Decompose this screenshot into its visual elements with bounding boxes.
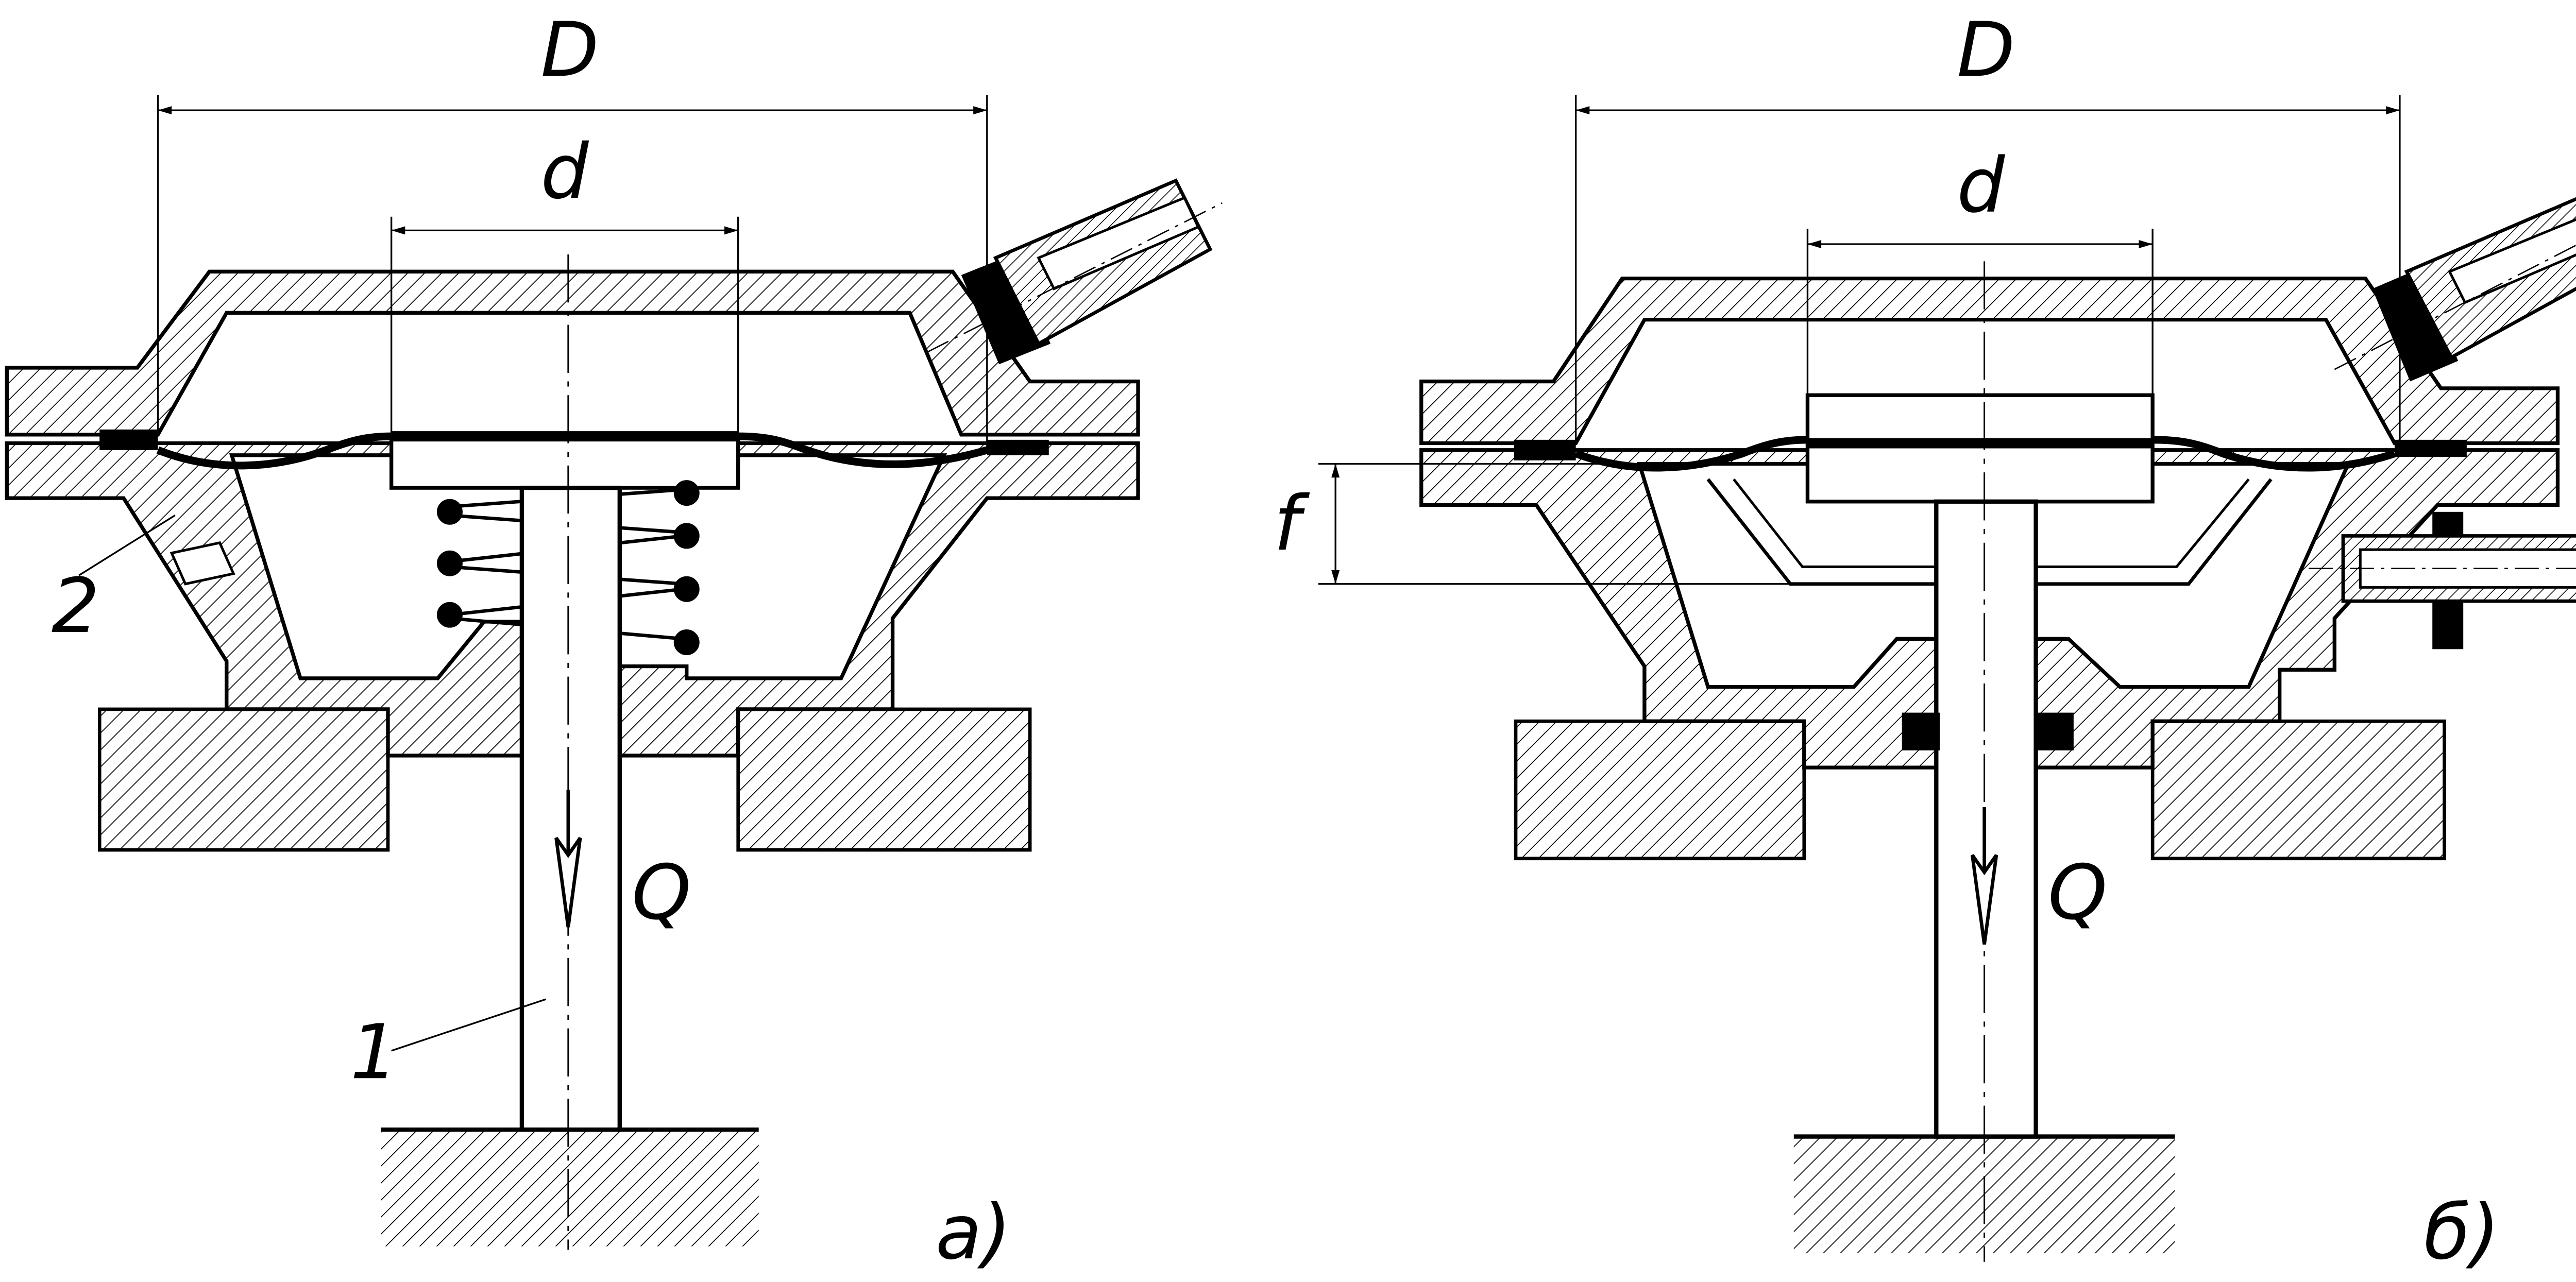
flow-arrow-b xyxy=(1970,807,1998,945)
air-fitting-b xyxy=(2334,197,2576,382)
caption-b: б) xyxy=(2424,1188,2500,1276)
flow-arrow-a xyxy=(554,790,582,928)
label-d-a: d xyxy=(541,128,589,216)
diaphragm-disc-a xyxy=(389,434,740,490)
seal-left-a xyxy=(99,429,158,450)
callout-1: 1 xyxy=(350,1008,398,1096)
leader-2 xyxy=(78,515,176,576)
dimension-d-b xyxy=(1806,229,2154,396)
outlet-fitting-b xyxy=(2309,511,2576,649)
vent-hole-a xyxy=(170,541,235,586)
rod-seal-left-b xyxy=(1902,712,1940,750)
rod-seal-right-b xyxy=(2036,712,2074,750)
dimension-D-b xyxy=(1574,95,2401,450)
base-support-a xyxy=(97,707,1032,1246)
label-Q-a: Q xyxy=(632,848,691,936)
dimension-f-b xyxy=(1318,463,1808,585)
label-f-b: f xyxy=(1274,480,1310,568)
figure-a: D d Q 1 2 а) xyxy=(5,6,1223,1276)
callout-2: 2 xyxy=(52,562,99,650)
leader-1 xyxy=(391,998,547,1052)
lower-body-b xyxy=(1419,448,2560,770)
dimension-d-a xyxy=(390,216,739,437)
rod-a xyxy=(519,485,622,1132)
dimension-D-a xyxy=(157,95,988,450)
label-d-b: d xyxy=(1957,142,2005,230)
seal-right-a xyxy=(987,439,1049,455)
figure-b: D d f Q б) xyxy=(1274,6,2576,1276)
air-fitting-a xyxy=(926,178,1223,365)
seal-right-b xyxy=(2394,439,2467,457)
label-Q-b: Q xyxy=(2048,848,2107,936)
base-support-b xyxy=(1514,719,2446,1254)
label-D-b: D xyxy=(1957,6,2015,94)
upper-cover-a xyxy=(5,269,1140,437)
lower-body-a xyxy=(5,441,1140,758)
caption-a: а) xyxy=(936,1188,1011,1276)
seal-left-b xyxy=(1514,439,1576,460)
label-D-a: D xyxy=(541,6,599,94)
